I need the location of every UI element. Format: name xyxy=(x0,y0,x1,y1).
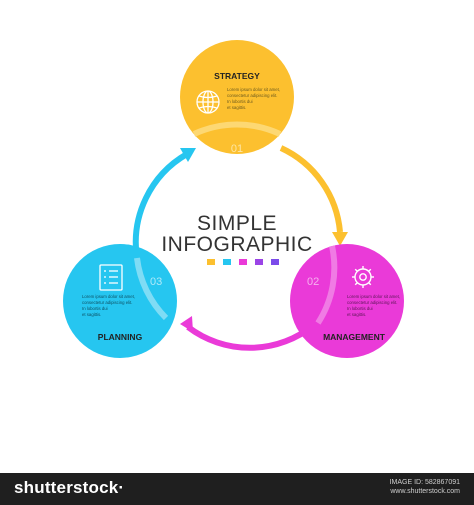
node-strategy-ring-overlap xyxy=(192,121,282,137)
node-planning-text-line-3: In lobortis dui xyxy=(82,306,108,311)
node-strategy: STRATEGY Lorem ipsum dolor sit amet, con… xyxy=(180,40,294,155)
node-strategy-text-line-3: In lobortis dui xyxy=(227,99,253,104)
color-swatch-1 xyxy=(207,259,215,265)
node-management-label: MANAGEMENT xyxy=(323,332,386,342)
arc-planning-to-strategy xyxy=(132,151,189,259)
node-management-ring-overlap xyxy=(315,245,338,325)
node-planning-circle xyxy=(63,244,177,358)
arrow-head-to-strategy xyxy=(180,148,196,162)
node-strategy-label: STRATEGY xyxy=(214,71,260,81)
node-management-text-line-4: et sagittis. xyxy=(347,312,366,317)
node-strategy-text-line-1: Lorem ipsum dolor sit amet, xyxy=(227,87,280,92)
node-planning-text-line-2: consectetur adipiscing elit. xyxy=(82,300,132,305)
title-line-1: SIMPLE xyxy=(197,212,277,235)
color-swatches xyxy=(207,259,279,265)
node-strategy-text-line-4: et sagittis. xyxy=(227,105,246,110)
node-strategy-text-line-2: consectetur adipiscing elit. xyxy=(227,93,277,98)
color-swatch-2 xyxy=(223,259,231,265)
globe-icon xyxy=(196,90,220,114)
node-planning-text-line-4: et sagittis. xyxy=(82,312,101,317)
title-line-2: INFOGRAPHIC xyxy=(161,233,312,256)
color-swatch-5 xyxy=(271,259,279,265)
gear-icon xyxy=(352,266,374,288)
image-id: IMAGE ID: 582867091 xyxy=(389,479,460,486)
node-management-text-line-3: In lobortis dui xyxy=(347,306,373,311)
node-management-number: 02 xyxy=(307,276,319,288)
arc-management-to-planning xyxy=(186,322,316,351)
site-url: www.shutterstock.com xyxy=(390,488,460,495)
arrow-head-to-planning xyxy=(180,316,193,332)
node-management-text-line-1: Lorem ipsum dolor sit amet, xyxy=(347,294,400,299)
image-id-block: IMAGE ID: 582867091 www.shutterstock.com xyxy=(390,478,460,496)
footer-bar: shutterstock· IMAGE ID: 582867091 www.sh… xyxy=(0,473,474,505)
brand-logo: shutterstock· xyxy=(14,478,125,497)
node-planning-ring-overlap xyxy=(134,257,169,321)
node-planning-text-line-1: Lorem ipsum dolor sit amet, xyxy=(82,294,135,299)
color-swatch-4 xyxy=(255,259,263,265)
arrow-head-to-management xyxy=(332,232,348,246)
node-planning-label: PLANNING xyxy=(98,332,143,342)
node-management-text-line-2: consectetur adipiscing elit. xyxy=(347,300,397,305)
node-planning-number: 03 xyxy=(150,276,162,288)
node-strategy-number: 01 xyxy=(231,143,243,155)
color-swatch-3 xyxy=(239,259,247,265)
node-management-circle xyxy=(290,244,404,358)
node-planning: 03 Lorem ipsum dolor sit amet, consectet… xyxy=(63,244,177,358)
document-list-icon xyxy=(99,264,123,291)
arc-strategy-to-management xyxy=(279,145,343,233)
node-management: 02 Lorem ipsum dolor sit amet, consectet… xyxy=(290,244,404,358)
